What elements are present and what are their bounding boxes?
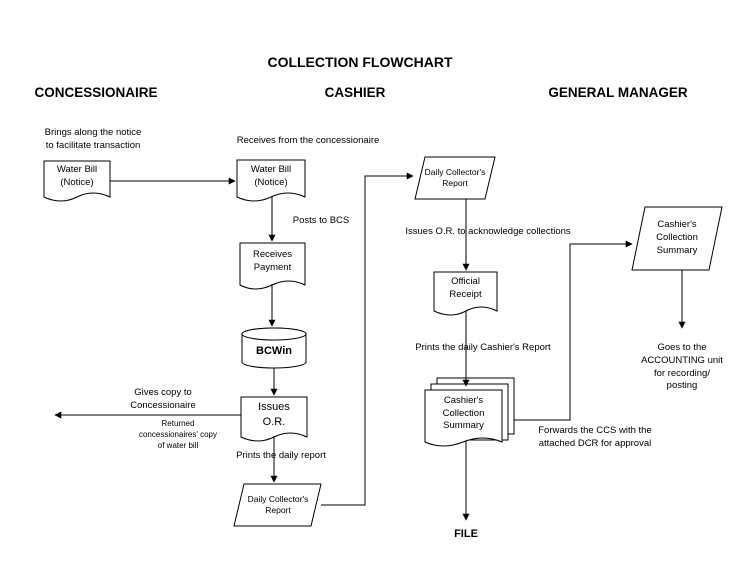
ccs-document-label: Cashier's Collection Summary <box>442 394 485 432</box>
dcr-bottom-parallelogram <box>233 483 322 527</box>
lane-header-general-manager: GENERAL MANAGER <box>548 85 688 100</box>
note-issues-or-ack: Issues O.R. to acknowledge collections <box>405 226 571 237</box>
connector-ccs-to-gm <box>514 240 633 421</box>
water-bill-label-1: Water Bill (Notice) <box>56 164 98 188</box>
connector-dcr-to-dcr-top <box>321 172 414 506</box>
lane-header-concessionaire: CONCESSIONAIRE <box>34 85 158 100</box>
dcr-top-parallelogram <box>414 156 496 200</box>
note-returned-copy: Returned concessionaires' copy of water … <box>138 419 217 450</box>
note-goes-to-accounting: Goes to the ACCOUNTING unit for recordin… <box>641 342 723 392</box>
water-bill-document-2 <box>236 159 306 202</box>
bcwin-database-top <box>241 327 307 341</box>
note-receives-from: Receives from the concessionaire <box>236 135 380 146</box>
note-brings-along: Brings along the notice to facilitate tr… <box>44 127 142 151</box>
receives-payment-label: Receives Payment <box>252 248 293 273</box>
issues-or-label: Issues O.R. <box>258 400 290 428</box>
ccs-gm-parallelogram <box>631 206 723 271</box>
note-forwards-ccs: Forwards the CCS with the attached DCR f… <box>538 425 652 449</box>
lane-header-cashier: CASHIER <box>324 85 386 100</box>
ccs-stack-front <box>424 389 503 447</box>
page-title: COLLECTION FLOWCHART <box>267 54 453 70</box>
note-gives-copy: Gives copy to Concessionaire <box>130 387 196 411</box>
official-receipt-document <box>433 271 498 316</box>
note-prints-cashiers-report: Prints the daily Cashier's Report <box>415 342 551 353</box>
bcwin-label: BCWin <box>256 344 292 357</box>
water-bill-label-2: Water Bill (Notice) <box>250 163 292 188</box>
water-bill-document-1 <box>43 160 111 202</box>
note-prints-daily-report: Prints the daily report <box>236 450 326 461</box>
dcr-top-label: Daily Collector's Report <box>424 166 486 188</box>
ccs-gm-label: Cashier's Collection Summary <box>656 219 698 256</box>
dcr-bottom-label: Daily Collector's Report <box>247 493 309 515</box>
official-receipt-label: Official Receipt <box>449 276 482 300</box>
note-posts-to-bcs: Posts to BCS <box>292 215 350 226</box>
file-label: FILE <box>454 527 478 540</box>
